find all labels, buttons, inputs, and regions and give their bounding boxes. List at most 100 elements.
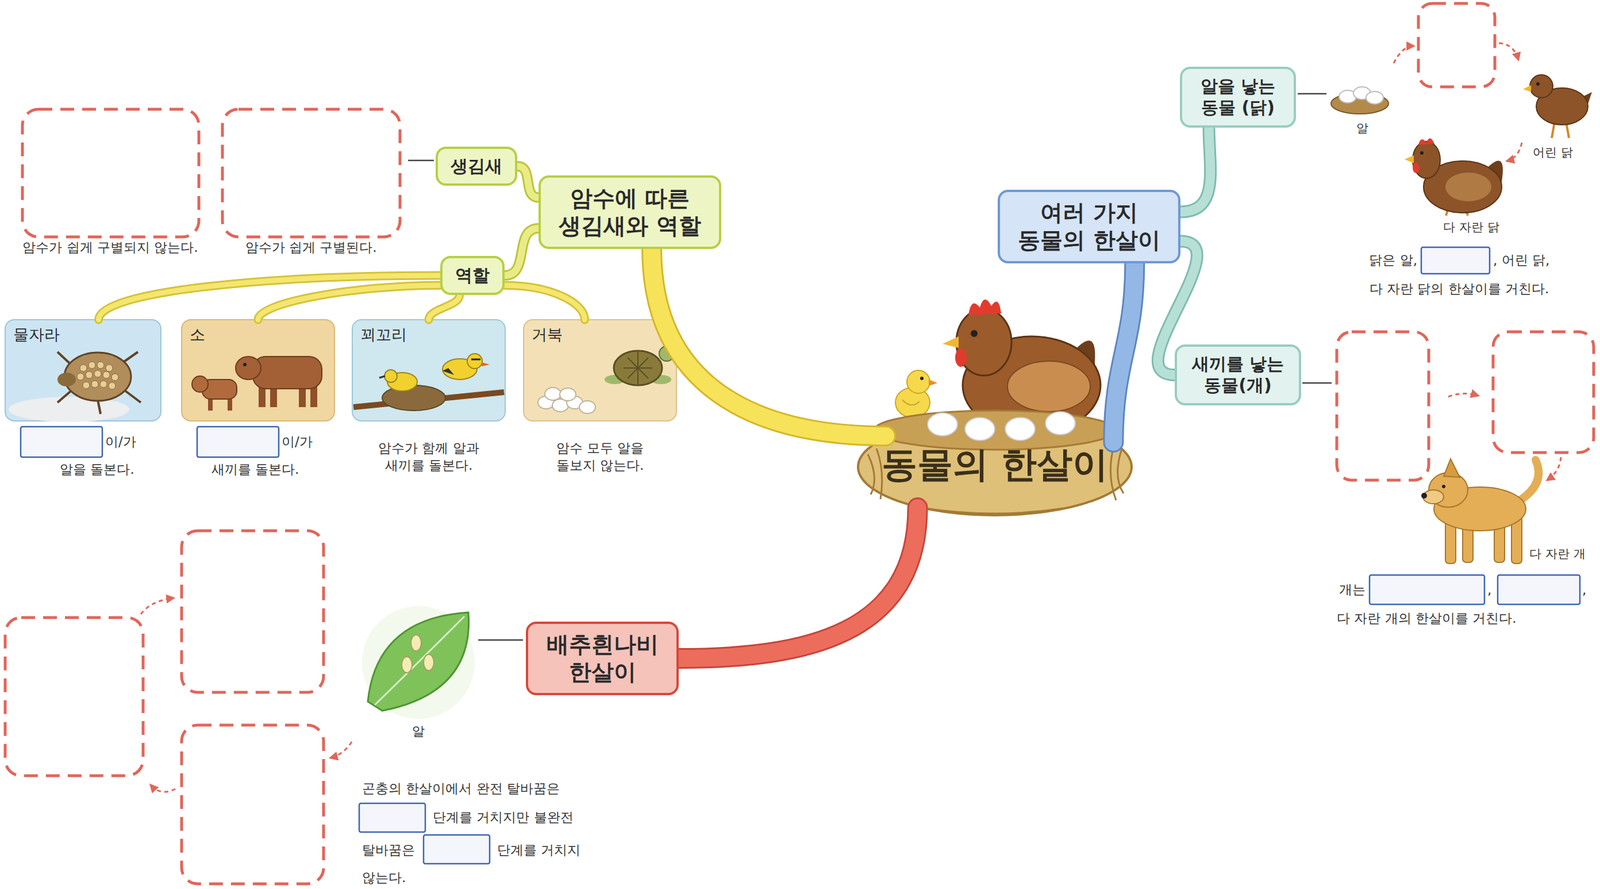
- node-text: 배추흰나비 한살이: [540, 630, 665, 686]
- chick-illustration-part: [902, 399, 920, 405]
- leaf-illustration-part-part: [410, 634, 422, 651]
- chick-illustration-part: [920, 376, 924, 380]
- branch-connector: [428, 294, 460, 320]
- water-bug-card-part: [77, 361, 119, 390]
- branch-outline: [678, 507, 918, 659]
- cycle-arrow-part: [1547, 456, 1561, 480]
- node-text: 물자라: [13, 324, 60, 345]
- branch-fill: [678, 507, 918, 659]
- branch-connector: [517, 166, 539, 198]
- water-bug-card-part-part: [94, 370, 102, 378]
- cycle-arrow-part: [150, 784, 176, 792]
- animal-card: 거북: [523, 319, 677, 421]
- water-bug-card-part: [57, 351, 141, 414]
- branch-outline: [428, 294, 460, 320]
- branch-fill: [504, 285, 585, 320]
- leader-line-part: [1297, 93, 1327, 95]
- leaf-illustration-part: [362, 605, 475, 719]
- blank-slot-part: [1369, 574, 1485, 605]
- branch-connector: [504, 228, 539, 276]
- chick-illustration-part: [906, 370, 930, 394]
- text-label: 어린 닭: [1532, 144, 1573, 161]
- young-chicken-illustration-part: [1522, 85, 1532, 92]
- turtle-card-part-part: [559, 387, 576, 401]
- text-label: 닭은 알,: [1368, 251, 1418, 269]
- water-bug-card-part-part: [111, 373, 119, 381]
- branch-fill: [517, 166, 539, 198]
- sub-topic: 생김새: [435, 146, 518, 187]
- dog-illustration-part: [1520, 459, 1539, 500]
- adult-chicken-illustration-part: [1404, 155, 1414, 164]
- text-label: , 어린 닭,: [1493, 251, 1550, 269]
- oriole-card-part: [384, 369, 398, 383]
- node-text: 생김새: [450, 155, 503, 178]
- cycle-arrow-part: [1498, 43, 1519, 60]
- blank-slot: [20, 247, 1580, 864]
- oriole-card-part: [471, 358, 481, 361]
- leaf-illustration: [362, 605, 475, 719]
- cow-card-part: [235, 356, 261, 380]
- branch-outline: [98, 275, 441, 320]
- text-label: 새끼를 돌본다.: [211, 460, 300, 479]
- answer-box: [5, 3, 1594, 884]
- node-text: 새끼를 낳는 동물(개): [1189, 353, 1287, 396]
- water-bug-card-part: [57, 372, 76, 387]
- dog-illustration-part: [1441, 484, 1446, 488]
- text-label: 다 자란 닭: [1443, 219, 1499, 236]
- branch-outline: [258, 285, 441, 320]
- cow-card-part: [181, 319, 335, 421]
- young-chicken-illustration-part: [1529, 74, 1553, 98]
- adult-chicken-illustration-part: [1418, 137, 1435, 145]
- branch-outline: [651, 248, 886, 437]
- answer-box-part: [1493, 331, 1594, 453]
- leaf-illustration-part-part: [423, 654, 434, 671]
- water-bug-card-part-part: [82, 381, 90, 389]
- text-label: ,: [1582, 581, 1587, 599]
- text-label: 암수 모두 알을 돌보지 않는다.: [548, 439, 652, 475]
- water-bug-card-part-part: [97, 361, 105, 369]
- hen-illustration-part: [942, 336, 959, 348]
- water-bug-card-part-part: [91, 380, 99, 388]
- leaf-illustration-part: [367, 612, 469, 711]
- hen-illustration-part: [970, 329, 978, 337]
- answer-box-part: [181, 724, 324, 884]
- branch-connector: [1113, 263, 1135, 442]
- sub-topic: 새끼를 낳는 동물(개): [1174, 344, 1302, 405]
- water-bug-card: [5, 319, 161, 422]
- text-label: ,: [1487, 581, 1492, 599]
- branch-fill: [258, 285, 441, 320]
- young-chicken-illustration: [1522, 74, 1592, 138]
- answer-box-part: [1418, 3, 1495, 87]
- node-text: 여러 가지 동물의 한살이: [1012, 198, 1165, 254]
- answer-box-part: [181, 530, 324, 692]
- node-text: 꾀꼬리: [360, 324, 407, 345]
- blank-slot-part: [1497, 574, 1580, 605]
- dog-illustration-part: [1443, 458, 1460, 478]
- text-label: 이/가: [105, 433, 137, 451]
- leaf-illustration-part-part: [401, 656, 413, 673]
- nest-illustration-part: [1045, 411, 1076, 435]
- nest-illustration-part: [964, 417, 995, 441]
- branch-fill: [504, 228, 539, 276]
- branch-topic: 배추흰나비 한살이: [525, 621, 680, 695]
- turtle-card-part-part: [544, 387, 561, 400]
- nest-illustration-part: [1005, 417, 1036, 441]
- oriole-card-part: [379, 375, 386, 378]
- leader-line-part: [478, 639, 523, 641]
- water-bug-card-part-part: [100, 380, 107, 388]
- blank-slot-part: [20, 426, 103, 457]
- central-topic: 동물의 한살이: [856, 413, 1133, 516]
- water-bug-card-part: [8, 396, 130, 422]
- dog-illustration: [1421, 458, 1539, 564]
- text-label: 다 자란 개: [1529, 545, 1586, 562]
- egg-nest-illustration: [1331, 86, 1389, 114]
- adult-chicken-illustration: [1404, 137, 1503, 216]
- oriole-card-part: [382, 385, 446, 411]
- animal-card: 소: [181, 319, 335, 421]
- branch-connector: [651, 248, 886, 437]
- oriole-card-part: [481, 362, 490, 367]
- cycle-arrow-part: [1393, 45, 1414, 64]
- blank-slot-part: [359, 802, 426, 832]
- oriole-card-part: [467, 353, 483, 369]
